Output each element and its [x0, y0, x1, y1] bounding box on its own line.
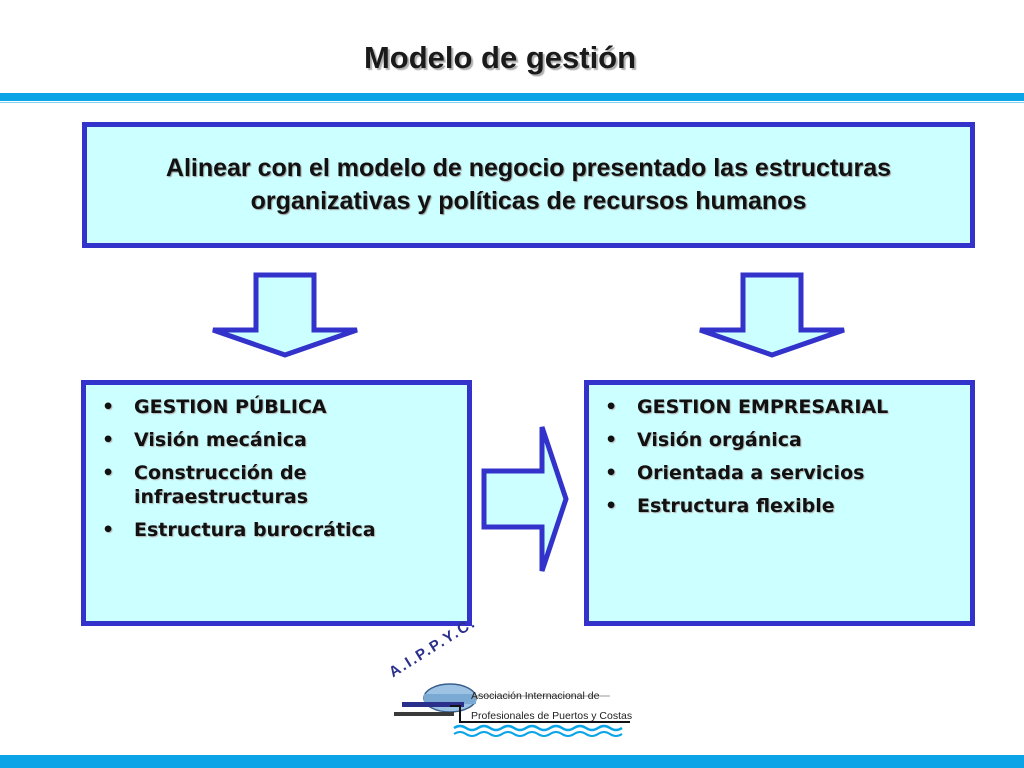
business-management-box: GESTION EMPRESARIAL Visión orgánica Orie…	[584, 380, 975, 626]
aippyc-logo	[394, 683, 630, 737]
list-item: Estructura flexible	[589, 494, 970, 518]
list-item: Construcción de infraestructuras	[86, 461, 467, 509]
title-rule	[0, 93, 1024, 101]
slide-title: Modelo de gestión	[363, 40, 637, 75]
right-arrow-icon	[481, 426, 569, 572]
business-management-list: GESTION EMPRESARIAL Visión orgánica Orie…	[589, 385, 970, 518]
list-item: Orientada a servicios	[589, 461, 970, 485]
footer-bar	[0, 755, 1024, 768]
list-item: GESTION EMPRESARIAL	[589, 395, 970, 419]
list-item: Visión mecánica	[86, 428, 467, 452]
down-arrow-right-icon	[699, 272, 845, 358]
list-item: GESTION PÚBLICA	[86, 395, 467, 419]
public-management-box: GESTION PÚBLICA Visión mecánica Construc…	[81, 380, 472, 626]
title-rule-thin	[0, 102, 1024, 103]
list-item: Visión orgánica	[589, 428, 970, 452]
list-item: Estructura burocrática	[86, 518, 467, 542]
public-management-list: GESTION PÚBLICA Visión mecánica Construc…	[86, 385, 467, 542]
logo-line-1: Asociación Internacional de	[471, 690, 600, 702]
down-arrow-left-icon	[212, 272, 358, 358]
goal-text: Alinear con el modelo de negocio present…	[165, 154, 892, 215]
goal-box: Alinear con el modelo de negocio present…	[82, 122, 975, 248]
logo-line-2: Profesionales de Puertos y Costas	[471, 710, 633, 722]
